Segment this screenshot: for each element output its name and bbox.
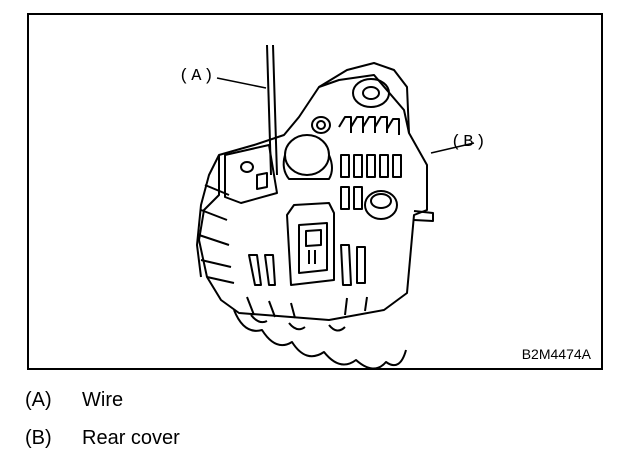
wire	[266, 44, 278, 176]
callout-a-label: (A)	[179, 67, 216, 86]
legend-key: (A)	[25, 389, 52, 411]
figure-id-code: B2M4474A	[521, 346, 591, 362]
connector	[286, 202, 335, 286]
legend-text: Wire	[82, 389, 124, 411]
alternator-illustration	[196, 44, 475, 368]
rotor-bumps	[233, 309, 407, 368]
legend-text: Rear cover	[82, 427, 180, 449]
figure-frame: (A) (B) B2M4474A	[27, 13, 603, 370]
callout-a-leader	[216, 77, 267, 89]
legend-key: (B)	[25, 427, 52, 449]
mounting-bracket	[318, 62, 410, 134]
callout-b-leader	[430, 142, 475, 154]
callout-b-label: (B)	[451, 133, 488, 152]
